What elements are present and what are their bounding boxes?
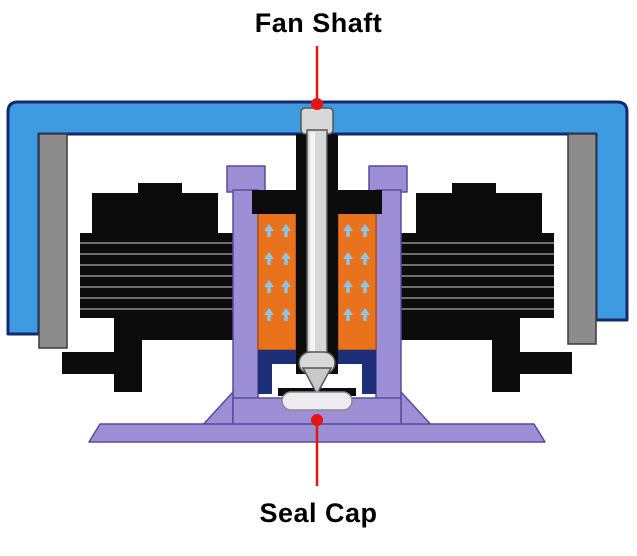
left-stator-tab xyxy=(138,183,182,195)
bearing-housing xyxy=(88,165,546,443)
left-bottom-cap xyxy=(258,350,296,364)
fan-casing-shell xyxy=(6,100,629,336)
frame-supports xyxy=(38,133,597,349)
right-housing-flare xyxy=(400,391,435,429)
shaft-highlight xyxy=(310,132,315,360)
fan-shaft-label: Fan Shaft xyxy=(254,8,383,38)
left-stator xyxy=(62,183,233,392)
right-stator-pole xyxy=(416,193,542,233)
right-bottom-cap xyxy=(338,350,376,364)
left-lower-retainer xyxy=(258,364,272,394)
fan-shaft xyxy=(298,107,336,396)
seal-cap-label: Seal Cap xyxy=(259,498,378,528)
right-housing-flange xyxy=(368,165,408,193)
right-housing-wall xyxy=(375,189,402,429)
left-stator-pole xyxy=(92,193,218,233)
right-stator-tab xyxy=(452,183,496,195)
left-support xyxy=(38,133,68,349)
stator-assemblies xyxy=(62,183,572,392)
right-stator-foot xyxy=(520,352,572,374)
left-lubricant-chamber xyxy=(257,211,297,351)
fan-casing xyxy=(6,100,629,336)
right-stator-step xyxy=(401,318,492,340)
seal-cap xyxy=(281,391,353,411)
left-stator-foot xyxy=(62,352,114,374)
seal-cap-disc xyxy=(281,391,353,411)
lubricant-chambers xyxy=(257,211,377,351)
left-stator-step xyxy=(142,318,233,340)
right-stator-column xyxy=(492,318,520,392)
seal-cap-dot xyxy=(311,414,323,426)
left-housing-flange xyxy=(226,165,266,193)
left-stator-column xyxy=(114,318,142,392)
right-support xyxy=(567,133,597,345)
left-housing-flare xyxy=(199,391,234,429)
right-stator xyxy=(401,183,572,392)
fan-shaft-dot xyxy=(311,98,323,110)
right-lubricant-chamber xyxy=(337,211,377,351)
right-lower-retainer xyxy=(362,364,376,394)
annotations xyxy=(311,46,323,486)
left-housing-wall xyxy=(232,189,259,429)
shaft-tip xyxy=(301,367,333,396)
